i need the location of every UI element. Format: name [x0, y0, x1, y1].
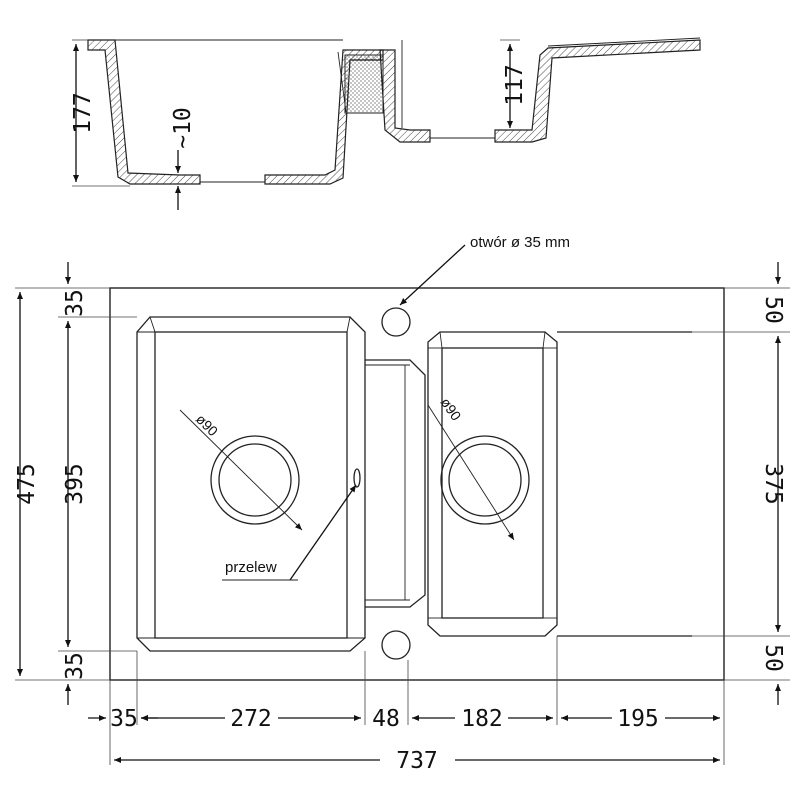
left-bowl-outer [136, 316, 366, 652]
section-left-bowl [87, 39, 201, 185]
section-view: 177 ~10 117 [70, 37, 701, 210]
dim-117: 117 [502, 64, 528, 106]
dim-475: 475 [14, 463, 40, 505]
dim-50-bottom: 50 [760, 644, 786, 672]
dim-48: 48 [372, 706, 400, 732]
label-hole: otwór ø 35 mm [470, 234, 570, 251]
right-drain-outer [440, 435, 530, 525]
tap-hole-top [381, 307, 411, 337]
section-right-bowl-floor [494, 39, 701, 143]
left-drain-inner [218, 443, 292, 517]
middle-divider [365, 359, 426, 608]
dim-35-width: 35 [110, 706, 138, 732]
right-bowl-inner [441, 347, 544, 619]
section-right-bowl [379, 49, 431, 143]
dim-737: 737 [396, 748, 438, 774]
dim-395: 395 [62, 463, 88, 505]
dim-35-bottom: 35 [62, 652, 88, 680]
dim-10: ~10 [170, 107, 196, 149]
dim-195: 195 [617, 706, 659, 732]
overflow-hole [353, 468, 361, 488]
section-fill [344, 54, 384, 114]
label-drain-left: ø90 [193, 411, 222, 440]
left-bowl-inner [154, 331, 348, 639]
tap-hole-bottom [381, 630, 411, 660]
dim-177: 177 [70, 92, 96, 134]
label-overflow: przelew [225, 559, 277, 576]
left-drain-outer [210, 435, 300, 525]
sink-outline [109, 287, 725, 681]
dim-375: 375 [760, 463, 786, 505]
dim-272: 272 [230, 706, 272, 732]
dim-50-top: 50 [760, 296, 786, 324]
right-drain-inner [448, 443, 522, 517]
plan-view: ø90 ø90 otwór ø 35 mm przelew [14, 234, 790, 774]
dim-35-top: 35 [62, 289, 88, 317]
dim-182: 182 [461, 706, 503, 732]
right-bowl-outer [427, 331, 558, 637]
